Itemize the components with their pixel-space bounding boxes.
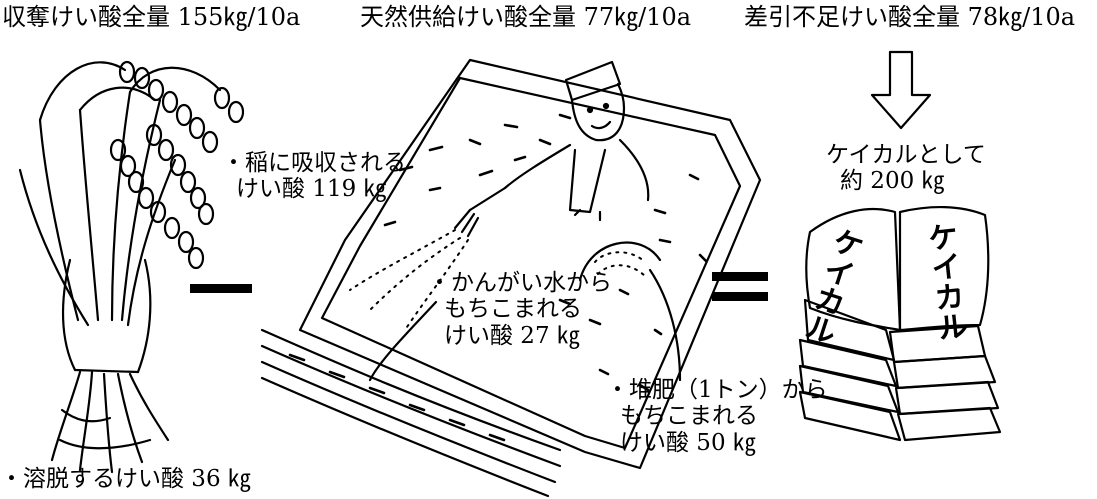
- label-keical: ケイカルとして 約 200 ㎏: [826, 142, 986, 195]
- header-harvest: 収奪けい酸全量 155㎏/10a: [2, 3, 301, 31]
- fertilizer-bags-icon: [798, 206, 1002, 442]
- label-compost-line1: ・堆肥（1トン）から: [606, 377, 828, 403]
- label-absorbed-line1: ・稲に吸収される: [222, 150, 406, 176]
- label-compost-line3: けい酸 50 ㎏: [620, 429, 756, 456]
- label-keical-line2: 約 200 ㎏: [840, 168, 945, 195]
- farmer-field-icon: [260, 58, 762, 498]
- down-arrow-icon: [870, 50, 932, 130]
- label-irrigation-line3: けい酸 27 ㎏: [444, 322, 580, 349]
- minus-sign-icon: [190, 284, 252, 293]
- label-absorbed-line2: けい酸 119 ㎏: [236, 176, 387, 203]
- label-irrigation-line2: もちこまれる: [444, 296, 582, 323]
- label-irrigation-line1: ・かんがい水から: [428, 270, 612, 296]
- label-irrigation: ・かんがい水から もちこまれる けい酸 27 ㎏: [428, 270, 612, 349]
- header-deficit: 差引不足けい酸全量 78㎏/10a: [744, 3, 1076, 31]
- label-absorbed: ・稲に吸収される けい酸 119 ㎏: [222, 150, 406, 203]
- label-compost: ・堆肥（1トン）から もちこまれる けい酸 50 ㎏: [606, 377, 828, 456]
- label-leached: ・溶脱するけい酸 36 ㎏: [0, 466, 251, 492]
- equals-sign-icon: [712, 272, 768, 301]
- rice-plant-icon: [18, 60, 245, 474]
- header-natural: 天然供給けい酸全量 77㎏/10a: [360, 3, 692, 31]
- bag-label-right: ケイカル: [921, 220, 968, 343]
- label-compost-line2: もちこまれる: [620, 403, 758, 430]
- label-keical-line1: ケイカルとして: [826, 142, 986, 168]
